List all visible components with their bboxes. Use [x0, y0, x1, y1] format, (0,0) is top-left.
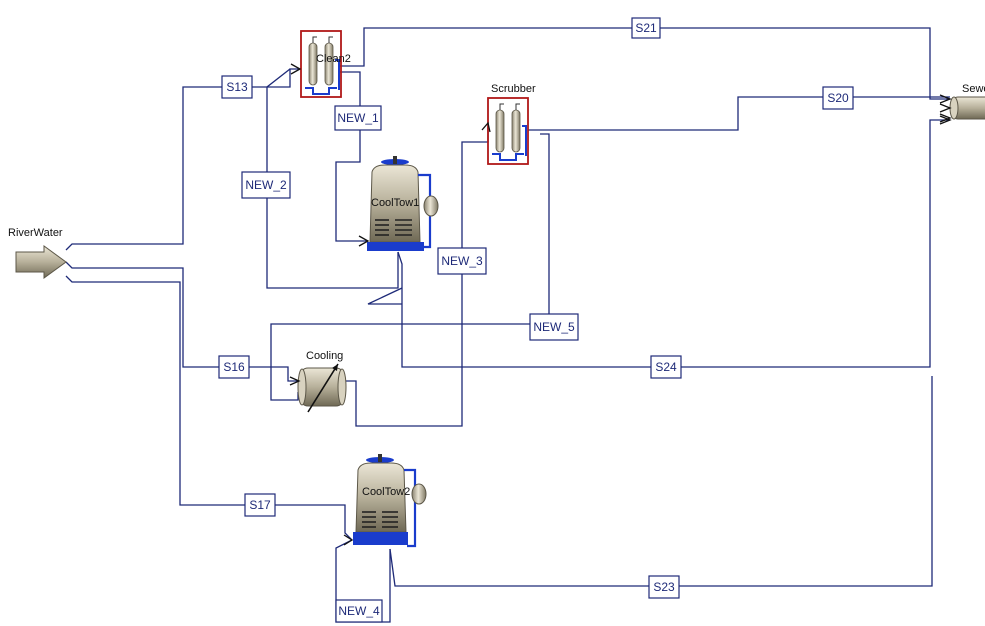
svg-text:NEW_1: NEW_1: [337, 111, 379, 125]
svg-text:S17: S17: [249, 498, 271, 512]
dual-column-icon: [492, 103, 527, 161]
stream-lines: [65, 27, 950, 623]
svg-text:S20: S20: [827, 91, 849, 105]
stream-tag-s17[interactable]: S17: [244, 493, 276, 517]
cooling-tower-icon: [353, 454, 427, 548]
feed-arrow-icon: [15, 245, 67, 279]
inlet-arrows: [289, 63, 491, 546]
cooltow2-unit[interactable]: CoolTow2: [353, 454, 427, 548]
stream-tag-s24[interactable]: S24: [650, 355, 682, 379]
svg-text:S13: S13: [226, 80, 248, 94]
stream-tag-s16[interactable]: S16: [218, 355, 250, 379]
inlet-arrow-icon: [343, 534, 354, 546]
stream-tag-new1[interactable]: NEW_1: [334, 105, 382, 131]
stream-s24-line[interactable]: [397, 119, 950, 368]
stream-new2-line[interactable]: [266, 68, 399, 289]
cooling-unit[interactable]: Cooling: [297, 350, 347, 413]
svg-text:S21: S21: [635, 21, 657, 35]
stream-tag-s23[interactable]: S23: [648, 575, 680, 599]
stream-tag-s20[interactable]: S20: [822, 86, 854, 110]
stream-s13-line[interactable]: [65, 68, 300, 251]
stream-tag-new4[interactable]: NEW_4: [335, 599, 383, 623]
stream-tag-s13[interactable]: S13: [221, 75, 253, 99]
cooltow1-unit[interactable]: CoolTow1: [367, 156, 439, 251]
svg-text:NEW_3: NEW_3: [441, 254, 483, 268]
sewer-unit[interactable]: Sewe: [939, 83, 985, 125]
scrubber-label: Scrubber: [491, 83, 536, 95]
stream-new5-line[interactable]: [270, 133, 550, 401]
stream-s21-line[interactable]: [340, 27, 950, 100]
dual-column-icon: [305, 36, 340, 95]
svg-text:NEW_4: NEW_4: [338, 604, 380, 618]
stream-s17-line[interactable]: [65, 275, 353, 541]
svg-text:NEW_5: NEW_5: [533, 320, 575, 334]
stream-new1-line[interactable]: [335, 71, 368, 242]
inlet-arrow-icon: [939, 94, 952, 125]
inlet-arrow-icon: [358, 235, 370, 247]
sewer-label: Sewe: [962, 83, 985, 95]
stream-s20-line[interactable]: [528, 96, 950, 131]
riverwater-unit[interactable]: RiverWater: [8, 227, 67, 279]
svg-text:S16: S16: [223, 360, 245, 374]
stream-tag-s21[interactable]: S21: [631, 17, 661, 39]
stream-tag-new2[interactable]: NEW_2: [241, 171, 291, 199]
stream-s23-line[interactable]: [389, 376, 933, 587]
inlet-arrow-icon: [289, 376, 301, 386]
stream-branch-line: [367, 287, 403, 305]
svg-text:S23: S23: [653, 580, 675, 594]
stream-tag-new5[interactable]: NEW_5: [529, 313, 579, 341]
clean2-label: Clean2: [316, 53, 351, 65]
cooltow2-label: CoolTow2: [362, 486, 410, 498]
svg-text:NEW_2: NEW_2: [245, 178, 287, 192]
heat-exchanger-icon: [297, 363, 347, 413]
inlet-arrow-icon: [290, 63, 302, 75]
scrubber-unit[interactable]: Scrubber: [487, 83, 536, 165]
stream-s16-line[interactable]: [65, 261, 298, 382]
riverwater-label: RiverWater: [8, 227, 63, 239]
cooling-label: Cooling: [306, 350, 343, 362]
clean2-unit[interactable]: Clean2: [300, 30, 351, 98]
cooling-tower-icon: [367, 156, 439, 251]
clean2-selection-box: [300, 30, 342, 98]
scrubber-selection-box: [487, 97, 529, 165]
svg-text:S24: S24: [655, 360, 677, 374]
sewer-drum-icon: [949, 96, 985, 120]
cooltow1-label: CoolTow1: [371, 197, 419, 209]
stream-tag-new3[interactable]: NEW_3: [437, 247, 487, 275]
inlet-arrow-icon: [481, 121, 491, 133]
